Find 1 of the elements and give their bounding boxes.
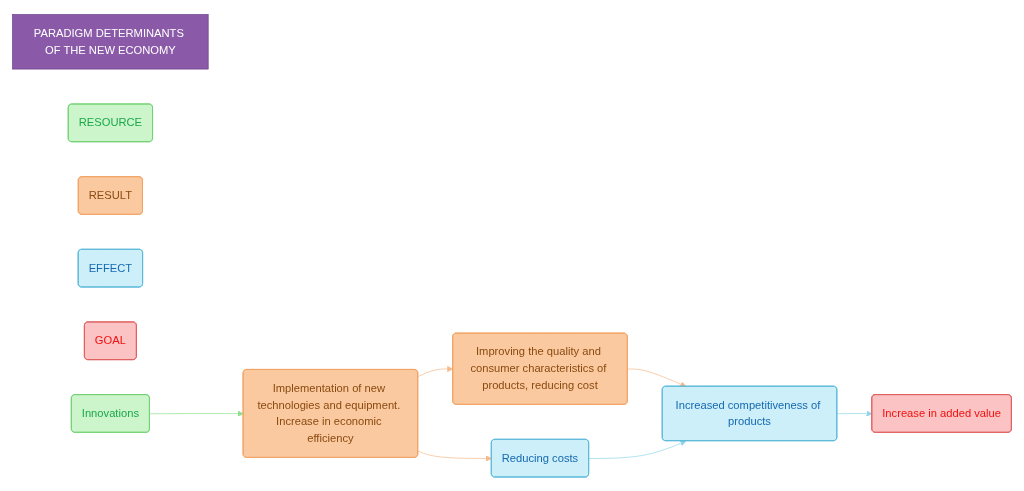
node-box: PARADIGM DETERMINANTS OF THE NEW ECONOMY [12, 13, 209, 70]
